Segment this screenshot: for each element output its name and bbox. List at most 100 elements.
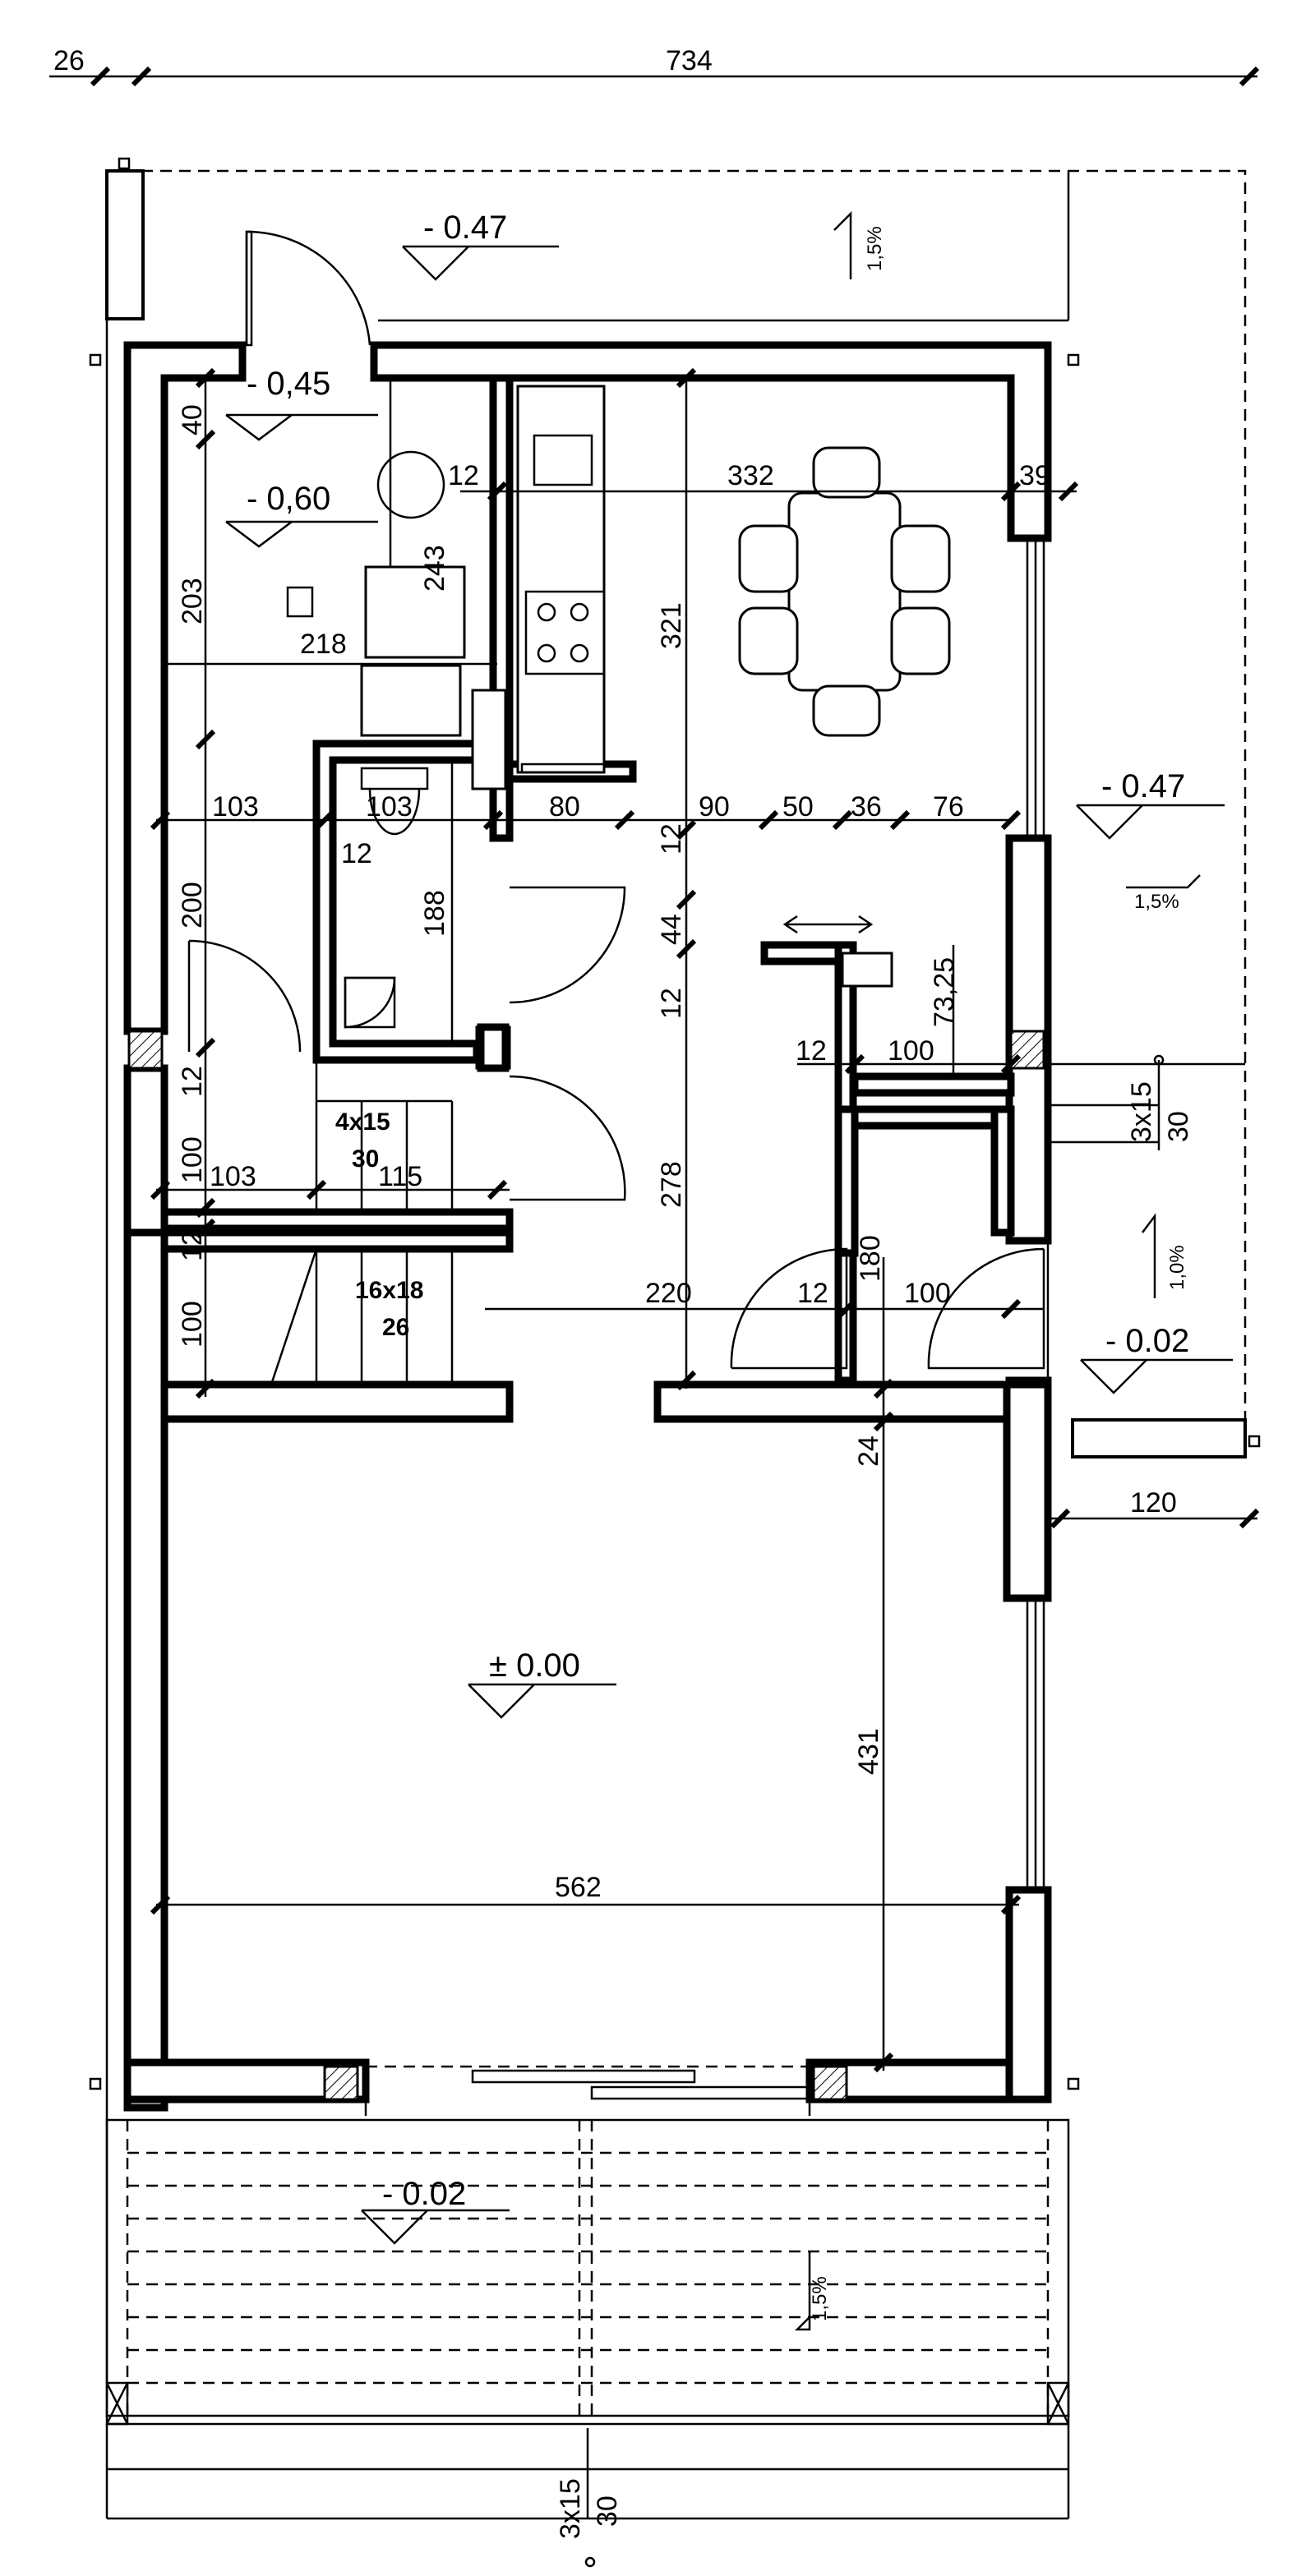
terrace-steps-label: 3x15 30 <box>555 2478 623 2568</box>
dim-203: 203 <box>177 578 208 624</box>
dim-12b: 12 <box>177 1230 208 1261</box>
exterior-walls <box>123 341 1052 2112</box>
entrance-canopy <box>105 157 1070 2383</box>
dim-bath-12: 12 <box>341 838 372 869</box>
dim-hall-12a: 12 <box>656 823 687 855</box>
level-marker-side-entry: - 0.02 <box>1080 1323 1233 1394</box>
level-side-entry: - 0.02 <box>1105 1323 1189 1359</box>
left-dimension-chain: 40 203 200 12 100 12 100 <box>177 367 216 1399</box>
garage-door <box>364 2065 815 2116</box>
main-stair-tread: 26 <box>382 1314 409 1341</box>
slope-side: 1,0% <box>1166 1245 1188 1290</box>
level-marker-garage: ± 0.00 <box>468 1647 616 1719</box>
upper-stair-count: 4x15 <box>335 1108 390 1136</box>
terrace-stair-count: 3x15 <box>555 2478 586 2539</box>
dim-120: 120 <box>1130 1487 1177 1518</box>
dim-180: 180 <box>855 1235 886 1282</box>
dim-278: 278 <box>656 1161 687 1208</box>
staircase: 4x15 30 16x18 26 <box>270 1060 454 1385</box>
dimension-row-garage-top: 220 12 100 <box>485 1278 1044 1320</box>
roof-outline <box>141 169 1247 1430</box>
dim-hall-12b: 12 <box>656 988 687 1019</box>
dimension-side: 120 <box>1048 1487 1260 1529</box>
dim-73-25: 73,25 <box>929 957 960 1027</box>
dim-row2-103: 103 <box>210 1161 256 1192</box>
slope-marker-terrace: 1,5% <box>794 2251 831 2331</box>
dimension-pantry: 12 100 73,25 <box>796 945 1022 1076</box>
overall-dimension-line: 26 734 <box>49 45 1260 87</box>
side-stair-count: 3x15 <box>1126 1081 1157 1142</box>
dim-431: 431 <box>853 1728 884 1775</box>
kitchen-counter <box>516 385 606 774</box>
slope-terrace: 1,5% <box>809 2276 831 2321</box>
level-marker-boiler: - 0,45 <box>225 366 378 441</box>
level-marker-east: - 0.47 1,5% <box>1076 768 1225 913</box>
terrace <box>105 2118 1070 2520</box>
dim-kitchen-39: 39 <box>1019 460 1050 491</box>
dim-pantry-12: 12 <box>796 1035 827 1067</box>
dimension-garage-vertical: 180 24 431 <box>853 1235 894 2073</box>
dim-kitchen-12: 12 <box>448 460 479 491</box>
upper-stair-tread: 30 <box>352 1145 379 1173</box>
level-garage: ± 0.00 <box>489 1647 580 1684</box>
bathroom <box>344 767 429 1029</box>
boiler-room: 218 243 <box>164 378 507 790</box>
dimension-garage-horizontal: 562 <box>150 1872 1022 1915</box>
dim-pantry-100: 100 <box>888 1035 934 1067</box>
structural-columns <box>127 1025 1045 2101</box>
level-entry-top: - 0.47 <box>423 210 507 246</box>
pantry <box>782 915 893 988</box>
dim-200: 200 <box>177 882 208 929</box>
level-utility: - 0,60 <box>247 481 330 517</box>
dimension-bathroom: 188 12 <box>341 760 454 1044</box>
dim-hall-44: 44 <box>656 914 687 945</box>
side-steps: 3x15 30 <box>1046 1054 1247 1459</box>
dim-100a: 100 <box>177 1136 208 1183</box>
dimension-26: 26 <box>53 45 85 76</box>
side-stair-tread: 30 <box>1163 1111 1194 1142</box>
dim-row-103a: 103 <box>212 791 259 823</box>
corner-markers <box>89 353 1261 2090</box>
main-stair-count: 16x18 <box>355 1277 423 1304</box>
slope-marker-top: 1,5% <box>833 210 886 279</box>
dim-24: 24 <box>853 1435 884 1467</box>
slope-east: 1,5% <box>1134 891 1179 913</box>
level-east: - 0.47 <box>1101 768 1185 804</box>
dim-row-76: 76 <box>933 791 964 823</box>
dim-243: 243 <box>419 545 450 592</box>
dimension-kitchen: 12 332 39 <box>448 460 1079 502</box>
dim-row-80: 80 <box>549 791 580 823</box>
dim-row-103b: 103 <box>366 791 413 823</box>
dim-40: 40 <box>177 404 208 435</box>
dim-row-36: 36 <box>851 791 882 823</box>
dim-321: 321 <box>656 602 687 649</box>
dim-562: 562 <box>555 1872 602 1903</box>
dim-218: 218 <box>300 629 347 660</box>
dimension-row-middle: 103 103 80 90 50 36 76 <box>150 791 1022 831</box>
dimension-734: 734 <box>666 45 713 76</box>
slope-marker-side: 1,0% <box>1142 1213 1188 1298</box>
dim-220: 220 <box>645 1278 692 1309</box>
dim-row-50: 50 <box>782 791 814 823</box>
dim-12a: 12 <box>177 1066 208 1097</box>
interior-doors <box>187 886 1045 1370</box>
dim-garage-100: 100 <box>904 1278 951 1309</box>
level-boiler: - 0,45 <box>247 366 330 402</box>
level-marker-utility: - 0,60 <box>225 481 378 548</box>
entrance-door <box>245 230 371 347</box>
slope-top: 1,5% <box>864 226 886 271</box>
window-east <box>1026 537 1045 1892</box>
dim-garage-12: 12 <box>797 1278 828 1309</box>
dim-row2-115: 115 <box>378 1161 422 1192</box>
level-terrace: - 0.02 <box>382 2176 466 2212</box>
dim-kitchen-332: 332 <box>727 460 774 491</box>
dim-188: 188 <box>419 890 450 937</box>
dining-table <box>738 446 951 737</box>
dimension-hall-vertical: 321 12 44 12 278 <box>656 367 697 1391</box>
dim-100b: 100 <box>177 1301 208 1348</box>
dim-row-90: 90 <box>699 791 730 823</box>
level-marker-terrace: - 0.02 <box>361 2176 510 2245</box>
terrace-stair-tread: 30 <box>592 2495 623 2527</box>
level-marker-entry: - 0.47 <box>402 210 559 281</box>
